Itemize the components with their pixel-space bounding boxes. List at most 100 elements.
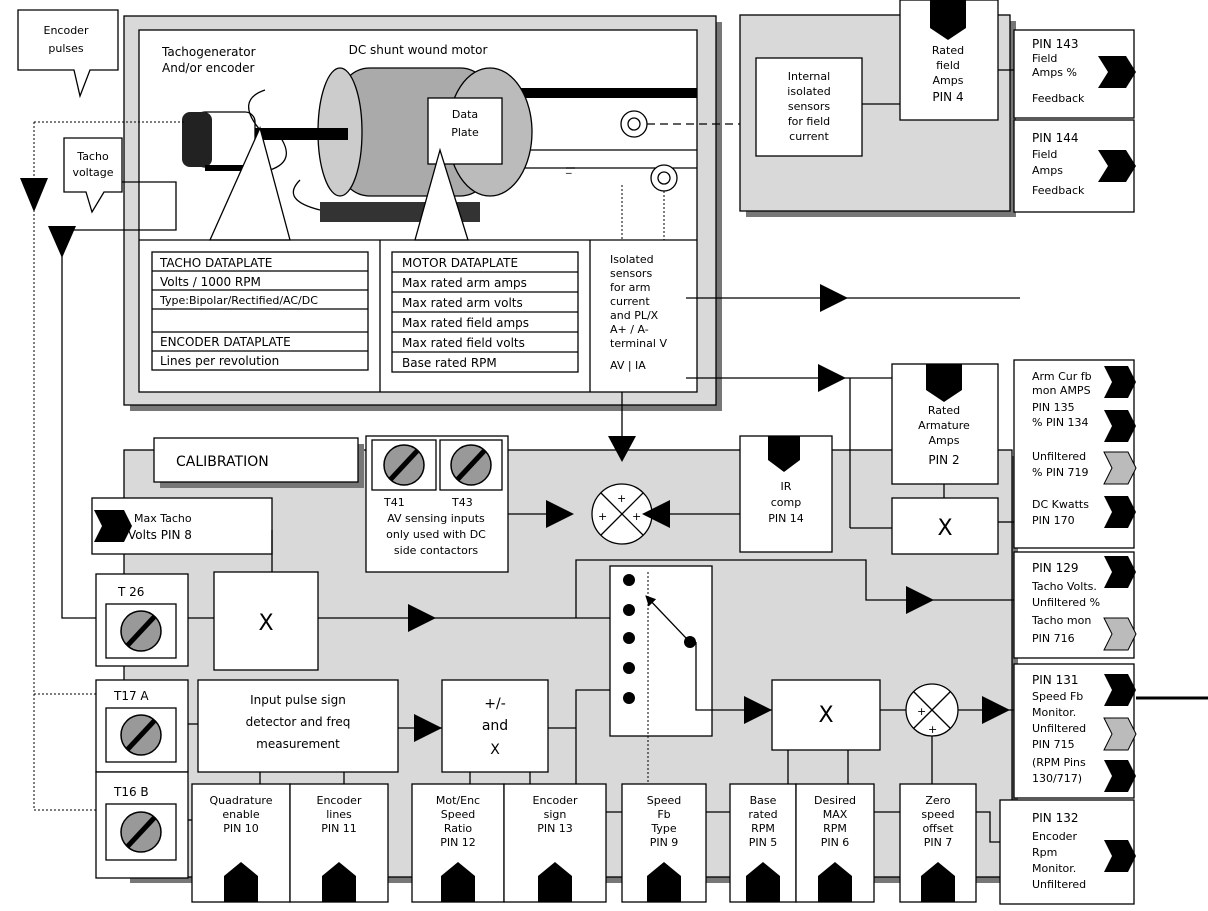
param-box-label: sign — [544, 808, 567, 821]
svg-text:Type:Bipolar/Rectified/AC/DC: Type:Bipolar/Rectified/AC/DC — [159, 294, 318, 307]
param-box-label: RPM — [823, 822, 847, 835]
param-box-label: PIN 11 — [321, 822, 357, 835]
terminal-t26: T 26 — [95, 573, 189, 667]
minus-mark: _ — [565, 161, 572, 174]
terminal-t17a: T17 A — [95, 679, 189, 773]
speed-fb-selector — [609, 565, 713, 830]
svg-text:TACHO DATAPLATE: TACHO DATAPLATE — [159, 256, 272, 270]
param-box-label: lines — [326, 808, 352, 821]
param-box-label: MAX — [823, 808, 848, 821]
svg-text:ENCODER DATAPLATE: ENCODER DATAPLATE — [160, 335, 291, 349]
param-box-label: RPM — [751, 822, 775, 835]
param-box-label: Speed — [647, 794, 681, 807]
param-box-label: speed — [921, 808, 954, 821]
armature-multiplier: X — [891, 497, 999, 555]
param-box-label: offset — [922, 822, 954, 835]
svg-text:Max rated arm volts: Max rated arm volts — [402, 296, 523, 310]
svg-text:+: + — [632, 510, 641, 523]
param-box-label: Mot/Enc — [436, 794, 480, 807]
param-box-label: Desired — [814, 794, 856, 807]
param-input-arrow — [818, 862, 852, 902]
svg-text:Lines per revolution: Lines per revolution — [160, 354, 279, 368]
svg-text:Max rated field amps: Max rated field amps — [402, 316, 529, 330]
param-box-label: PIN 6 — [821, 836, 850, 849]
svg-text:X: X — [818, 703, 833, 728]
param-input-arrow — [441, 862, 475, 902]
param-input-arrow — [746, 862, 780, 902]
param-box-label: Speed — [441, 808, 475, 821]
svg-text:T16 B: T16 B — [113, 785, 149, 799]
motor-dataplate: MOTOR DATAPLATE Max rated arm amps Max r… — [391, 251, 579, 373]
svg-text:T 26: T 26 — [117, 585, 144, 599]
svg-text:Base rated RPM: Base rated RPM — [402, 356, 497, 370]
speed-multiplier: X — [771, 679, 881, 751]
param-box-label: PIN 9 — [650, 836, 679, 849]
param-box-label: rated — [748, 808, 777, 821]
svg-text:Max rated arm amps: Max rated arm amps — [402, 276, 527, 290]
param-box-label: Fb — [657, 808, 670, 821]
svg-text:+: + — [617, 492, 626, 505]
param-box-label: enable — [222, 808, 260, 821]
svg-text:Max rated field volts: Max rated field volts — [402, 336, 525, 350]
svg-text:T41: T41 — [383, 496, 405, 509]
param-input-arrow — [322, 862, 356, 902]
tacho-multiplier: X — [213, 571, 319, 671]
svg-text:+: + — [598, 510, 607, 523]
svg-text:T43: T43 — [451, 496, 473, 509]
param-input-arrow — [921, 862, 955, 902]
param-box-label: Zero — [925, 794, 951, 807]
tacho-dataplate: TACHO DATAPLATE Volts / 1000 RPM Type:Bi… — [151, 251, 369, 371]
param-input-arrow — [224, 862, 258, 902]
param-box-label: PIN 10 — [223, 822, 259, 835]
calibration-label-box — [153, 437, 359, 483]
svg-text:X: X — [258, 611, 273, 636]
param-box-label: Encoder — [317, 794, 362, 807]
param-box-label: Type — [650, 822, 676, 835]
param-input-arrow — [647, 862, 681, 902]
param-box-label: Base — [750, 794, 777, 807]
param-box-label: Quadrature — [210, 794, 273, 807]
svg-text:MOTOR DATAPLATE: MOTOR DATAPLATE — [402, 256, 518, 270]
svg-text:Unfiltered% PIN 719: Unfiltered% PIN 719 — [1032, 450, 1089, 479]
param-box-label: PIN 7 — [924, 836, 953, 849]
